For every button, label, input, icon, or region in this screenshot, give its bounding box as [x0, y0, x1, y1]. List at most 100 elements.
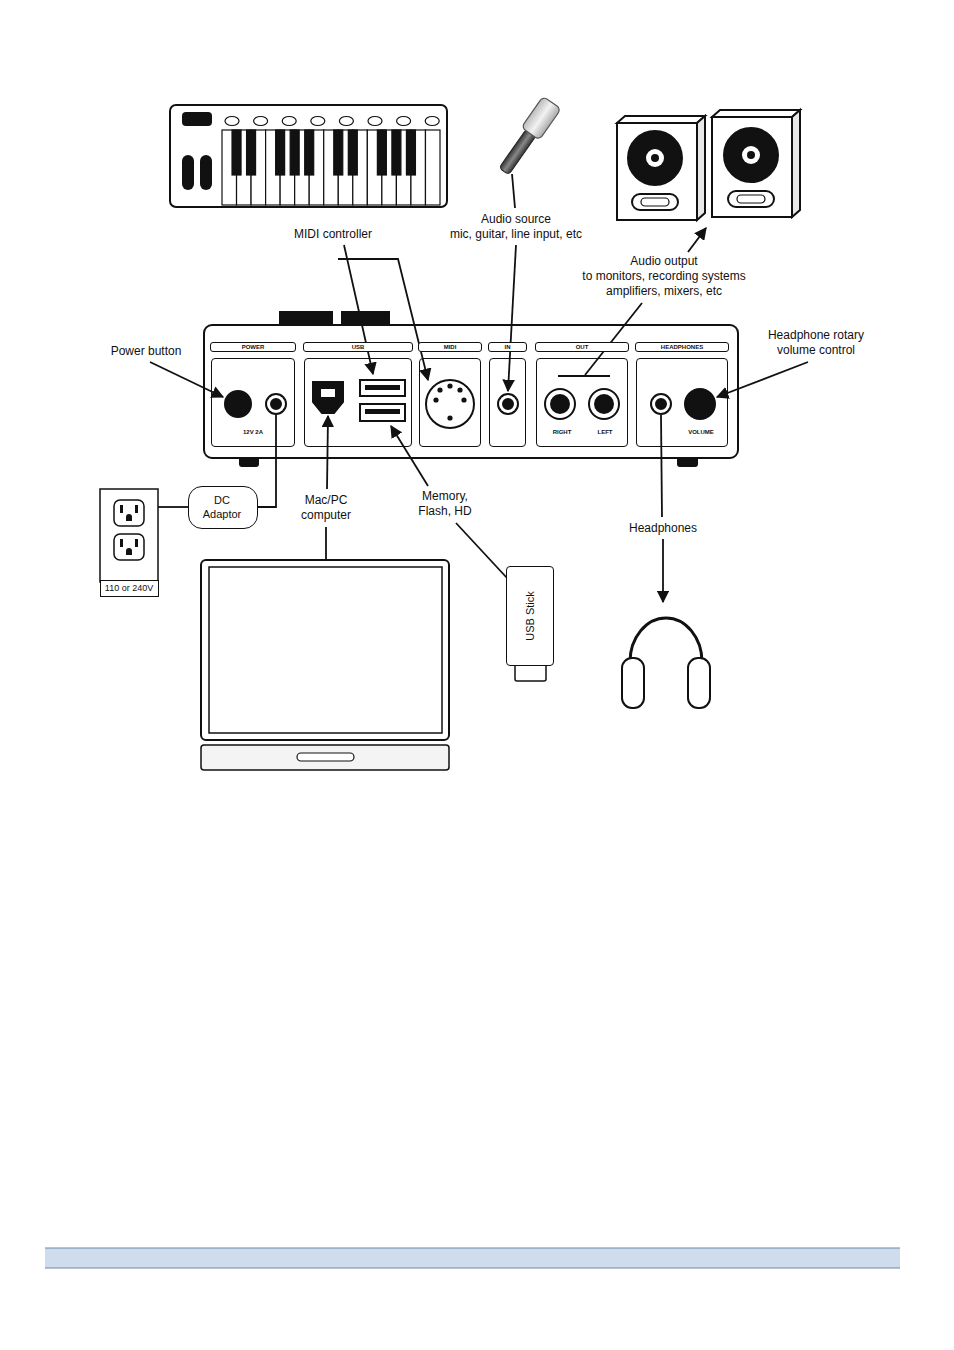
monitor-speakers: [617, 110, 800, 220]
usb-a-port: [360, 404, 405, 421]
device-housing: [204, 325, 738, 458]
monitor-speakers: [712, 117, 792, 217]
wall-outlet: [126, 514, 132, 521]
device-housing: [280, 312, 332, 326]
device-housing: [204, 312, 738, 466]
voltage-tag: 110 or 240V: [100, 580, 159, 597]
node-text: DC Adaptor: [197, 493, 247, 521]
usb-stick-plug: [515, 664, 546, 681]
monitor-speakers: [617, 123, 697, 220]
leader-line: [338, 259, 428, 380]
output-jack: [595, 395, 613, 413]
midi-din-pin: [461, 397, 466, 402]
power-section: POWER12V 2A: [211, 358, 295, 447]
callout-heading: Audio source: [471, 212, 561, 227]
output-jack: [545, 389, 575, 419]
input-jack: [503, 399, 513, 409]
volume-knob: [685, 389, 715, 419]
laptop-computer: [297, 753, 354, 761]
leader-line: [717, 362, 808, 397]
leader-line: [325, 527, 327, 559]
monitor-speakers: [646, 149, 664, 167]
output-section: OUTRIGHTLEFT: [536, 358, 628, 447]
midi-keyboard: [170, 105, 447, 207]
headphones: [622, 618, 710, 708]
laptop-computer: [201, 560, 449, 740]
midi-keyboard: [222, 130, 440, 205]
usb-a-port: [365, 385, 400, 390]
wall-outlet: [135, 505, 138, 513]
midi-keyboard: [200, 155, 212, 190]
leader-line: [150, 174, 808, 602]
leader-line: [661, 415, 662, 517]
monitor-speakers: [742, 146, 760, 164]
callout-label: Headphone rotary volume control: [757, 328, 875, 358]
monitor-speakers: [728, 191, 774, 207]
leader-line: [585, 303, 642, 375]
black-key: [348, 130, 357, 175]
usb-b-port: [313, 382, 343, 413]
wall-outlet: [114, 500, 144, 526]
footer-bar: [45, 1248, 900, 1268]
callout-label: Power button: [101, 344, 191, 359]
wall-outlet: [100, 489, 158, 582]
black-key: [392, 130, 401, 175]
callout-label: Mac/PC computer: [293, 493, 359, 523]
usb-stick: USB Stick: [506, 566, 554, 666]
callout-label: mic, guitar, line input, etc: [431, 227, 601, 242]
laptop-computer: [201, 560, 449, 770]
pad-button: [425, 117, 439, 126]
device-housing: [342, 312, 389, 326]
usb-section: USB: [304, 358, 412, 447]
usb-a-port: [360, 380, 405, 396]
headphones: [630, 618, 702, 662]
monitor-speakers: [737, 195, 765, 203]
leader-line: [344, 245, 373, 374]
wall-outlet: [120, 505, 123, 513]
output-jack: [589, 389, 619, 419]
section-heading: POWER: [210, 342, 295, 352]
dc-jack: [266, 394, 286, 414]
leader-line: [158, 506, 190, 508]
section-heading: IN: [488, 342, 526, 352]
microphone: [495, 96, 561, 177]
dc-jack: [271, 399, 281, 409]
power-button: [225, 391, 251, 417]
black-key: [334, 130, 343, 175]
input-jack: [498, 394, 518, 414]
midi-keyboard: [182, 155, 194, 190]
callout-label: Memory, Flash, HD: [410, 489, 480, 519]
usb-a-port: [365, 409, 400, 414]
midi-keyboard: [182, 112, 212, 126]
dc-adaptor-box: DC Adaptor: [188, 486, 258, 529]
wall-outlet: [120, 539, 123, 547]
input-section: IN: [489, 358, 526, 447]
output-jack: [551, 395, 569, 413]
section-heading: USB: [303, 342, 412, 352]
midi-din-pin: [447, 383, 452, 388]
callout-label: Headphones: [621, 521, 705, 536]
wall-outlet: [100, 489, 158, 582]
midi-din-pin: [433, 383, 466, 420]
power-cable: [258, 447, 276, 507]
section-heading: HEADPHONES: [635, 342, 728, 352]
wall-outlet: [126, 548, 132, 555]
laptop-computer: [201, 745, 449, 770]
midi-din-pin: [433, 397, 438, 402]
midi-din-port: [426, 380, 474, 428]
wall-outlet: [114, 534, 144, 560]
usb-stick-plug: [515, 664, 546, 681]
port-label: LEFT: [597, 428, 614, 436]
leader-line: [327, 416, 328, 489]
monitor-speakers: [617, 116, 705, 123]
microphone: [521, 96, 561, 140]
microphone: [499, 129, 536, 175]
headphones-section: HEADPHONESVOLUME: [636, 358, 728, 447]
usb-b-port: [321, 389, 335, 397]
section-heading: OUT: [535, 342, 628, 352]
black-key: [305, 130, 314, 175]
output-bracket: [558, 375, 610, 377]
headphone-jack: [651, 394, 671, 414]
